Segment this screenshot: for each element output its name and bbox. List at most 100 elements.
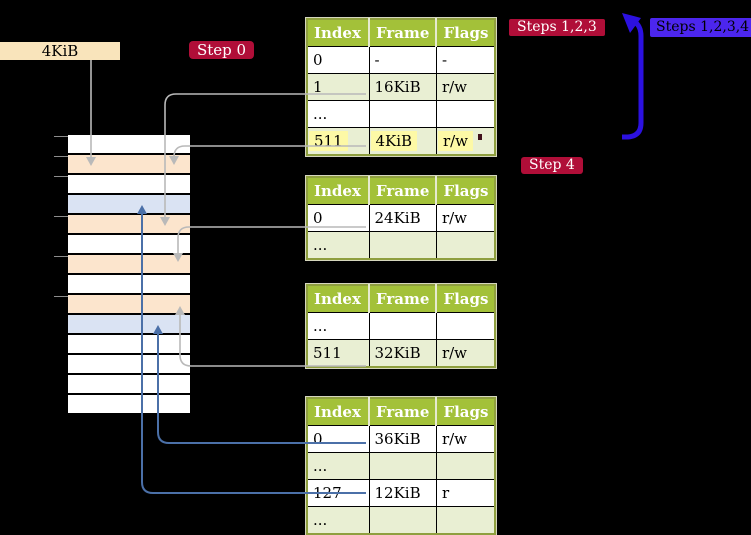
memory-frame-row xyxy=(68,395,190,413)
table-cell: r/w xyxy=(435,127,496,156)
table-row: ... xyxy=(306,506,496,535)
memory-frame-row xyxy=(68,235,190,253)
table-cell: 12KiB xyxy=(368,479,437,507)
steps-loop-arrowhead xyxy=(622,13,641,33)
table-row: ... xyxy=(306,452,496,480)
page-size-label: 4KiB xyxy=(0,42,120,60)
column-header: Index xyxy=(307,19,369,47)
column-header: Frame xyxy=(367,285,437,313)
column-header: Frame xyxy=(367,398,437,426)
table-cell: 4KiB xyxy=(368,127,437,156)
column-header: Index xyxy=(307,177,369,205)
table-cell: ... xyxy=(306,452,370,480)
address-tick xyxy=(54,176,68,177)
column-header: Flags xyxy=(435,19,496,47)
table-row: ... xyxy=(306,231,496,260)
table-row: 0-- xyxy=(306,46,496,74)
column-header: Frame xyxy=(367,19,437,47)
memory-frame-row xyxy=(68,315,190,333)
column-header: Index xyxy=(307,285,369,313)
table-cell xyxy=(368,506,437,535)
table-cell: 0 xyxy=(306,204,370,232)
table-cell: 16KiB xyxy=(368,73,437,101)
table-cell: r/w xyxy=(435,204,496,232)
memory-frame-row xyxy=(68,295,190,313)
table-cell: 0 xyxy=(306,425,370,453)
table-cell: 32KiB xyxy=(368,339,437,368)
address-tick xyxy=(54,296,68,297)
steps-loop-arrow xyxy=(622,18,644,140)
table-cell: 1 xyxy=(306,73,370,101)
column-header: Frame xyxy=(367,177,437,205)
memory-frame-row xyxy=(68,135,190,153)
table-cell: 511 xyxy=(306,127,370,156)
highlighted-value: r/w xyxy=(437,131,474,151)
table-cell xyxy=(368,452,437,480)
table-cell: - xyxy=(368,46,437,74)
table-cell: r xyxy=(435,479,496,507)
table-cell xyxy=(435,100,496,128)
table-cell xyxy=(435,452,496,480)
table-cell: 127 xyxy=(306,479,370,507)
address-tick xyxy=(54,136,68,137)
column-header: Flags xyxy=(435,285,496,313)
table-row: 511 4KiB r/w xyxy=(306,127,496,156)
table-cell xyxy=(368,231,437,260)
steps1234-badge: Steps 1,2,3,4 xyxy=(650,18,751,37)
memory-frame-row xyxy=(68,255,190,273)
highlighted-value: 511 xyxy=(309,131,348,151)
memory-frame-row xyxy=(68,355,190,373)
memory-frame-row xyxy=(68,375,190,393)
memory-frame-row xyxy=(68,195,190,213)
table-cell xyxy=(435,312,496,340)
table-cell xyxy=(368,100,437,128)
table-cell: r/w xyxy=(435,73,496,101)
table-cell: 24KiB xyxy=(368,204,437,232)
table-cell: ... xyxy=(306,312,370,340)
table-cell: ... xyxy=(306,506,370,535)
column-header: Index xyxy=(307,398,369,426)
address-tick xyxy=(54,156,68,157)
table-row: ... xyxy=(306,100,496,128)
step0-badge: Step 0 xyxy=(189,41,255,59)
physical-memory-stack xyxy=(68,135,190,415)
memory-frame-row xyxy=(68,275,190,293)
memory-frame-row xyxy=(68,155,190,173)
memory-frame-row xyxy=(68,175,190,193)
step4-badge: Step 4 xyxy=(521,157,583,174)
table-cell: ... xyxy=(306,100,370,128)
table-cell xyxy=(435,506,496,535)
address-tick xyxy=(54,256,68,257)
steps123-badge: Steps 1,2,3 xyxy=(509,19,605,36)
table-cell xyxy=(435,231,496,260)
address-tick xyxy=(54,216,68,217)
column-header: Flags xyxy=(435,177,496,205)
table-cell: r/w xyxy=(435,339,496,368)
table-cell: 36KiB xyxy=(368,425,437,453)
highlighted-value: 4KiB xyxy=(370,131,418,151)
table-cell: ... xyxy=(306,231,370,260)
table-cell: r/w xyxy=(435,425,496,453)
table-cell: 0 xyxy=(306,46,370,74)
column-header: Flags xyxy=(435,398,496,426)
table-cell xyxy=(368,312,437,340)
table-cell: - xyxy=(435,46,496,74)
